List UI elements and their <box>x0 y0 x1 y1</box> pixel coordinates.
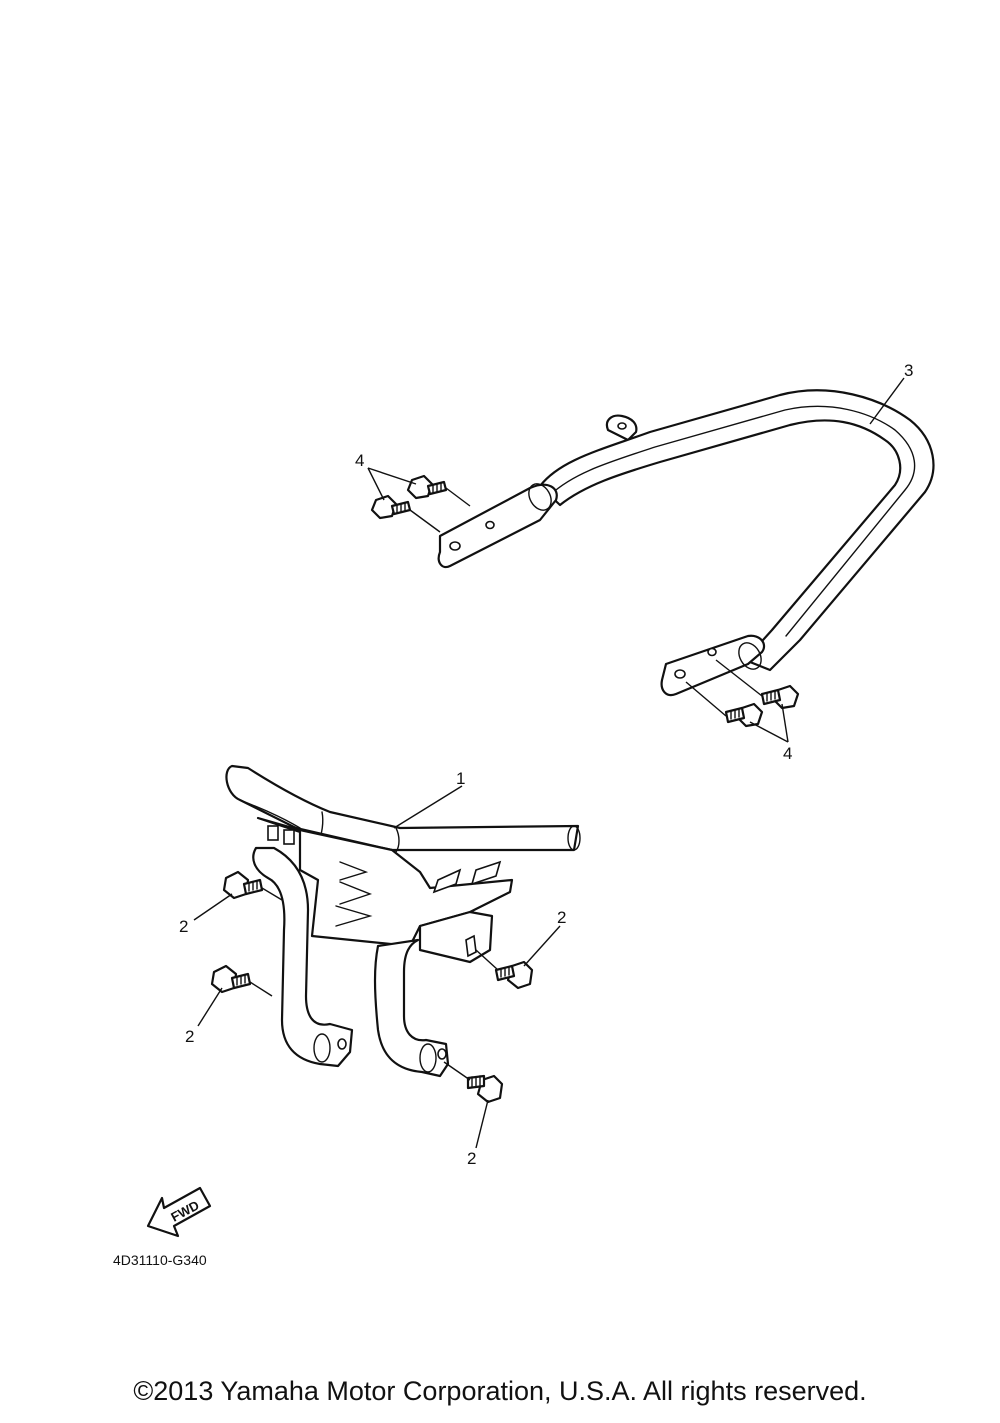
leader-4a-1 <box>367 467 417 485</box>
copyright-notice: ©2013 Yamaha Motor Corporation, U.S.A. A… <box>133 1376 867 1406</box>
callout-2-lower-left: 2 <box>185 1027 194 1046</box>
callout-4-top: 4 <box>355 451 364 470</box>
leader-2b <box>197 987 223 1027</box>
fwd-arrow-icon: FWD <box>146 1186 212 1238</box>
leader-2c <box>523 925 561 967</box>
diagram-code: 4D31110-G340 <box>113 1252 207 1268</box>
bolt-4-top-left-a <box>406 474 448 500</box>
leader-4b-2 <box>749 721 789 743</box>
bolt-2-upper-left <box>222 870 264 900</box>
bolt-2-right <box>494 960 534 990</box>
callout-1: 1 <box>456 769 465 788</box>
leader-2a <box>193 893 233 921</box>
callout-4-right: 4 <box>783 744 792 763</box>
bolt-2-bottom-right <box>466 1074 504 1104</box>
leader-4a-2 <box>367 467 385 501</box>
bolt-4-top-left-b <box>370 494 412 520</box>
bolt-4-right-b <box>724 702 764 728</box>
leader-3 <box>869 377 905 425</box>
leader-1 <box>393 785 463 829</box>
rear-grab-bar <box>437 389 935 697</box>
callout-2-upper-left: 2 <box>179 917 188 936</box>
leader-2d <box>475 1099 489 1149</box>
leader-4b-1 <box>781 703 789 743</box>
bolt-2-lower-left <box>210 964 252 994</box>
callout-3: 3 <box>904 361 913 380</box>
bolt-4-right-a <box>760 684 800 710</box>
front-bumper-guard <box>225 764 581 1078</box>
callout-2-right: 2 <box>557 908 566 927</box>
callout-2-bottom: 2 <box>467 1149 476 1168</box>
